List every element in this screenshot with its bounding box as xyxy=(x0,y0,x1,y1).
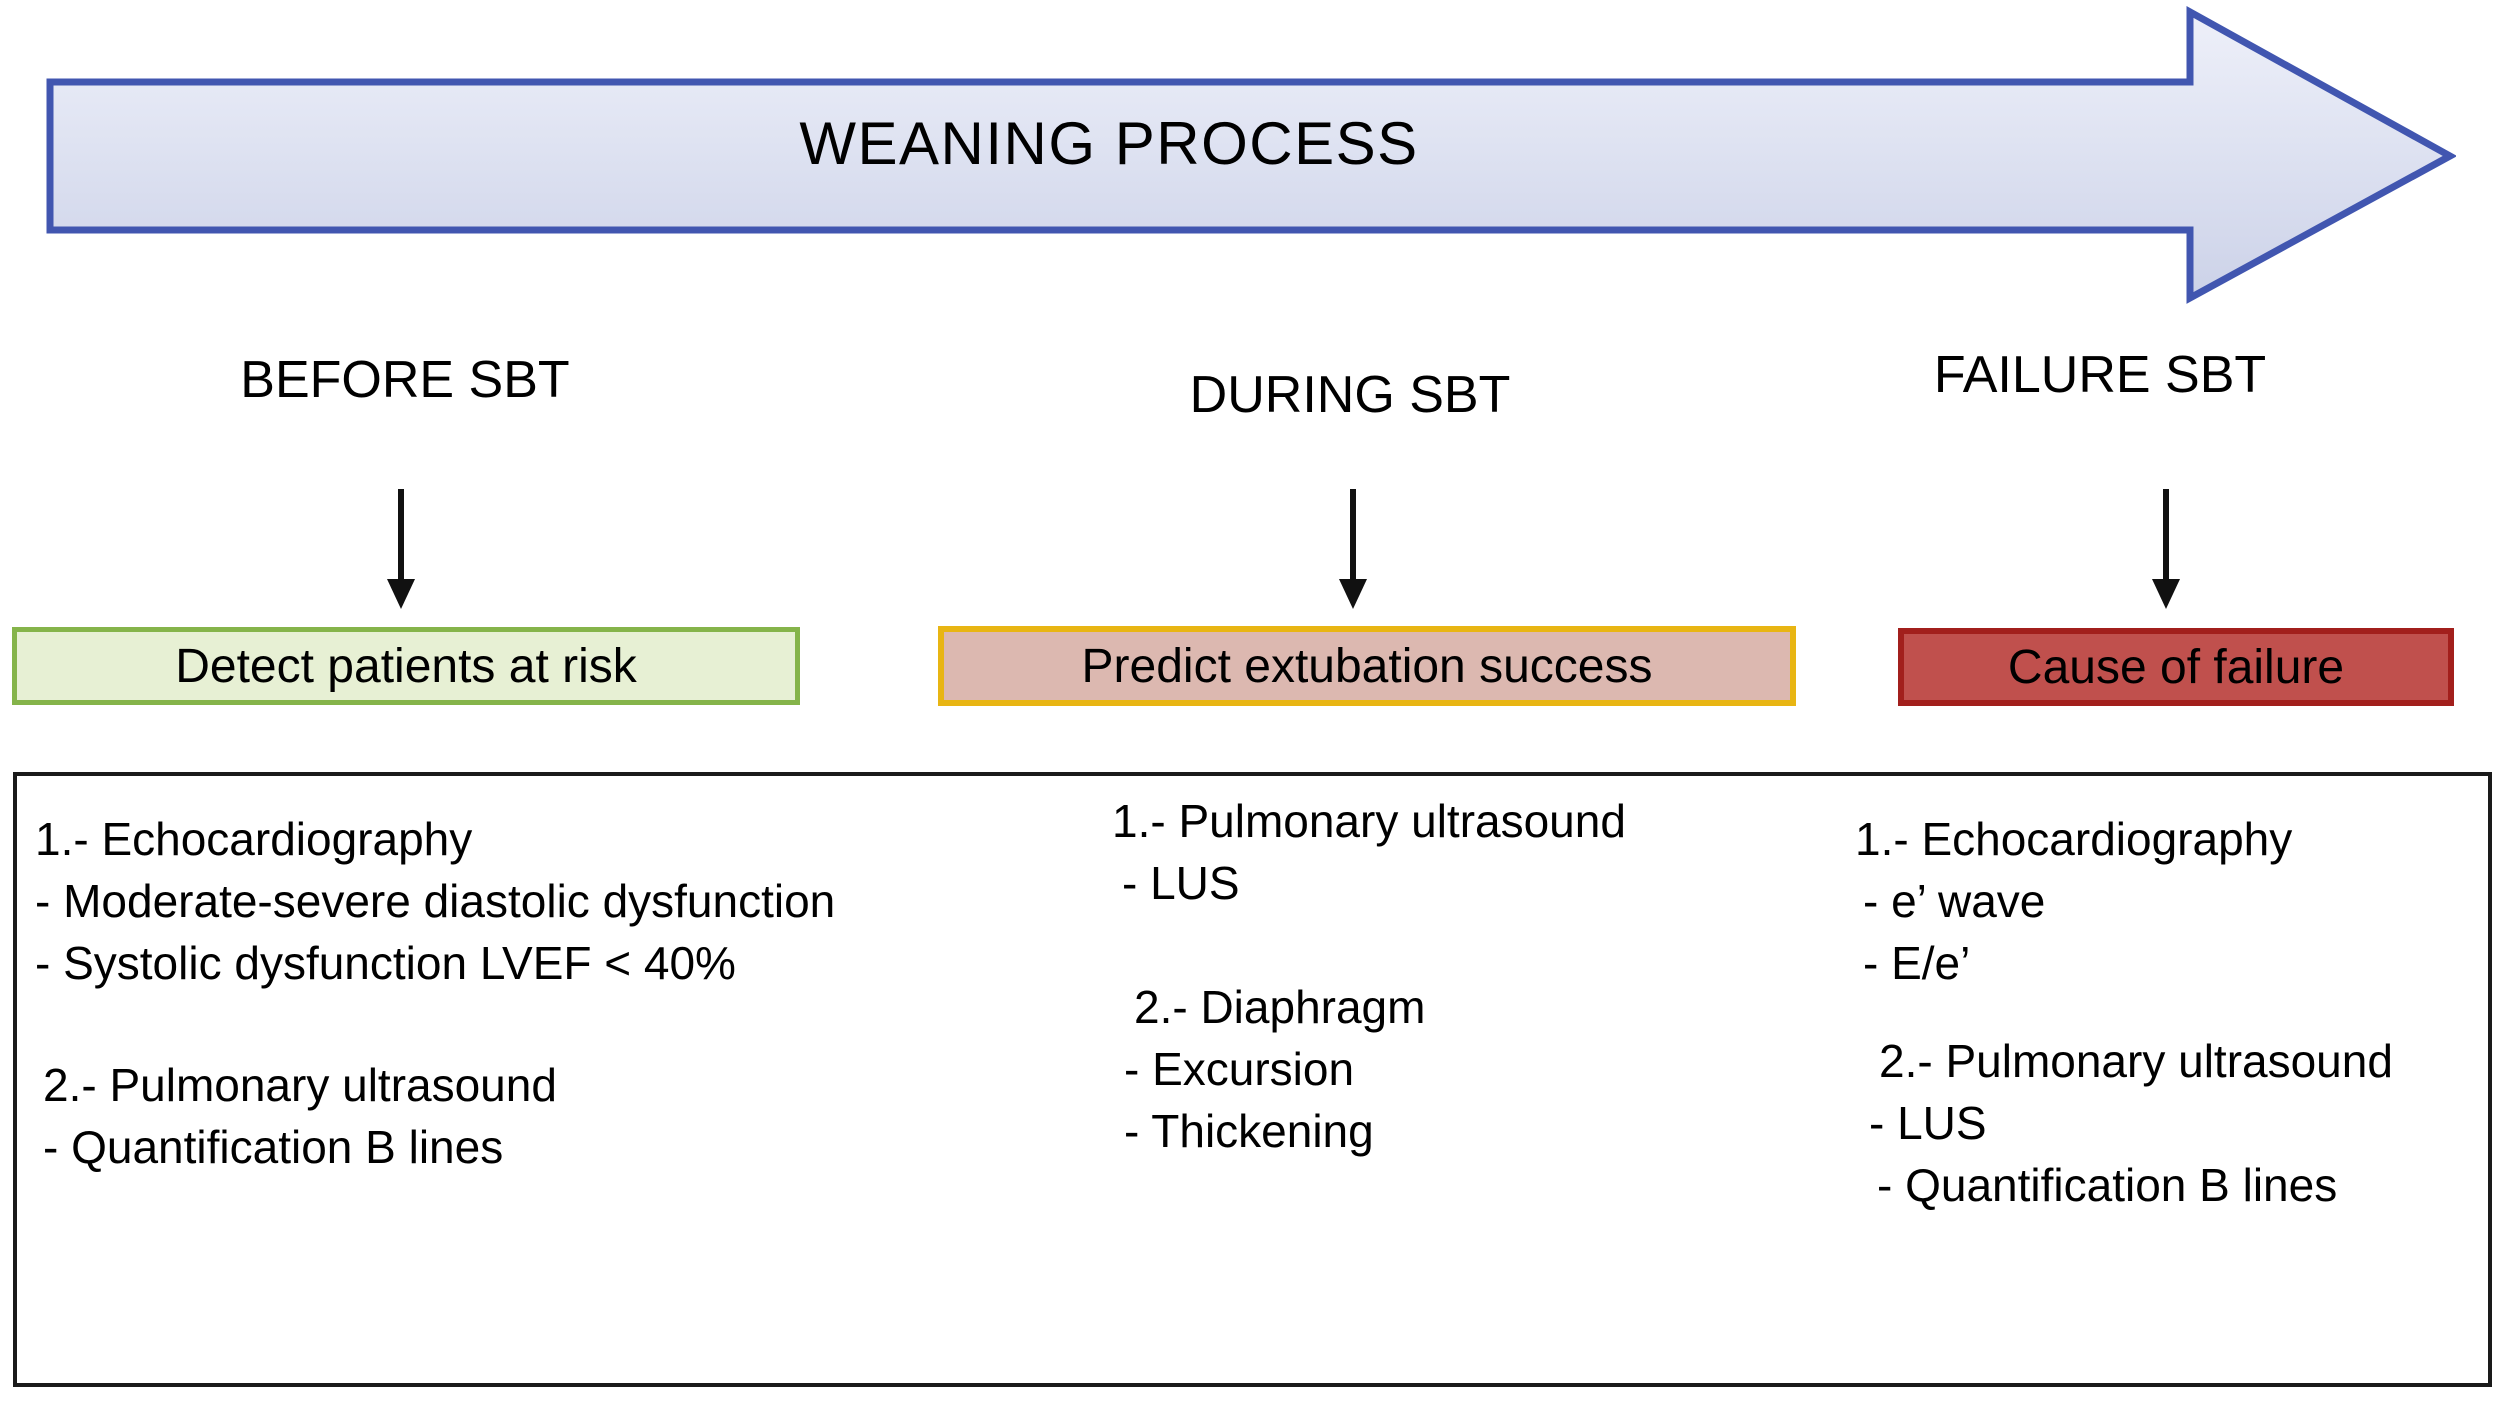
modality-item: - Quantification B lines xyxy=(1877,1159,2338,1211)
modality-heading: 2.- Diaphragm xyxy=(1134,981,1426,1033)
banner-arrow-shape xyxy=(46,6,2456,304)
modality-item: - Quantification B lines xyxy=(43,1121,504,1173)
modality-group: 1.- Pulmonary ultrasound - LUS xyxy=(1112,790,1626,914)
down-arrow-icon xyxy=(387,489,415,609)
modalities-column-failure-sbt: 1.- Echocardiography - e’ wave - E/e’ 2.… xyxy=(1855,808,2393,1216)
modality-item: - Moderate-severe diastolic dysfunction xyxy=(35,875,836,927)
down-arrow-icon xyxy=(1339,489,1367,609)
group-spacer xyxy=(35,994,835,1054)
modalities-panel: 1.- Echocardiography - Moderate-severe d… xyxy=(13,772,2492,1387)
down-arrow-icon-failure-sbt xyxy=(2146,487,2186,612)
modalities-column-during-sbt: 1.- Pulmonary ultrasound - LUS 2.- Diaph… xyxy=(1112,790,1626,1162)
modality-item: - LUS xyxy=(1869,1097,1987,1149)
modality-item: - Systolic dysfunction LVEF < 40% xyxy=(35,937,736,989)
modality-group: 2.- Diaphragm - Excursion - Thickening xyxy=(1112,976,1626,1162)
modalities-column-before-sbt: 1.- Echocardiography - Moderate-severe d… xyxy=(35,808,835,1178)
banner-title: WEANING PROCESS xyxy=(799,110,1419,177)
stage-box-predict-extubation-success: Predict extubation success xyxy=(938,626,1796,706)
modality-group: 2.- Pulmonary ultrasound - LUS - Quantif… xyxy=(1855,1030,2393,1216)
modality-heading: 1.- Pulmonary ultrasound xyxy=(1112,795,1626,847)
stage-header-failure-sbt: FAILURE SBT xyxy=(1933,346,2267,404)
modality-group: 1.- Echocardiography - e’ wave - E/e’ xyxy=(1855,808,2393,994)
weaning-process-banner: WEANING PROCESS xyxy=(44,6,2456,306)
modality-item: - Thickening xyxy=(1124,1105,1374,1157)
group-spacer xyxy=(1855,994,2393,1030)
stage-header-before-sbt: BEFORE SBT xyxy=(240,351,570,409)
stage-box-detect-patients-at-risk: Detect patients at risk xyxy=(12,627,800,705)
modality-heading: 1.- Echocardiography xyxy=(35,813,473,865)
modality-item: - LUS xyxy=(1122,857,1240,909)
down-arrow-icon xyxy=(2152,489,2180,609)
down-arrow-icon-during-sbt xyxy=(1333,487,1373,612)
modality-item: - E/e’ xyxy=(1863,937,1971,989)
down-arrow-icon-before-sbt xyxy=(381,487,421,612)
modality-heading: 2.- Pulmonary ultrasound xyxy=(1879,1035,2393,1087)
stage-header-during-sbt: DURING SBT xyxy=(1189,366,1511,424)
group-spacer xyxy=(1112,914,1626,976)
modality-heading: 1.- Echocardiography xyxy=(1855,813,2293,865)
modality-group: 2.- Pulmonary ultrasound - Quantificatio… xyxy=(35,1054,835,1178)
stage-box-cause-of-failure: Cause of failure xyxy=(1898,628,2454,706)
modality-group: 1.- Echocardiography - Moderate-severe d… xyxy=(35,808,835,994)
modality-item: - Excursion xyxy=(1124,1043,1355,1095)
modality-heading: 2.- Pulmonary ultrasound xyxy=(43,1059,557,1111)
modality-item: - e’ wave xyxy=(1863,875,2046,927)
